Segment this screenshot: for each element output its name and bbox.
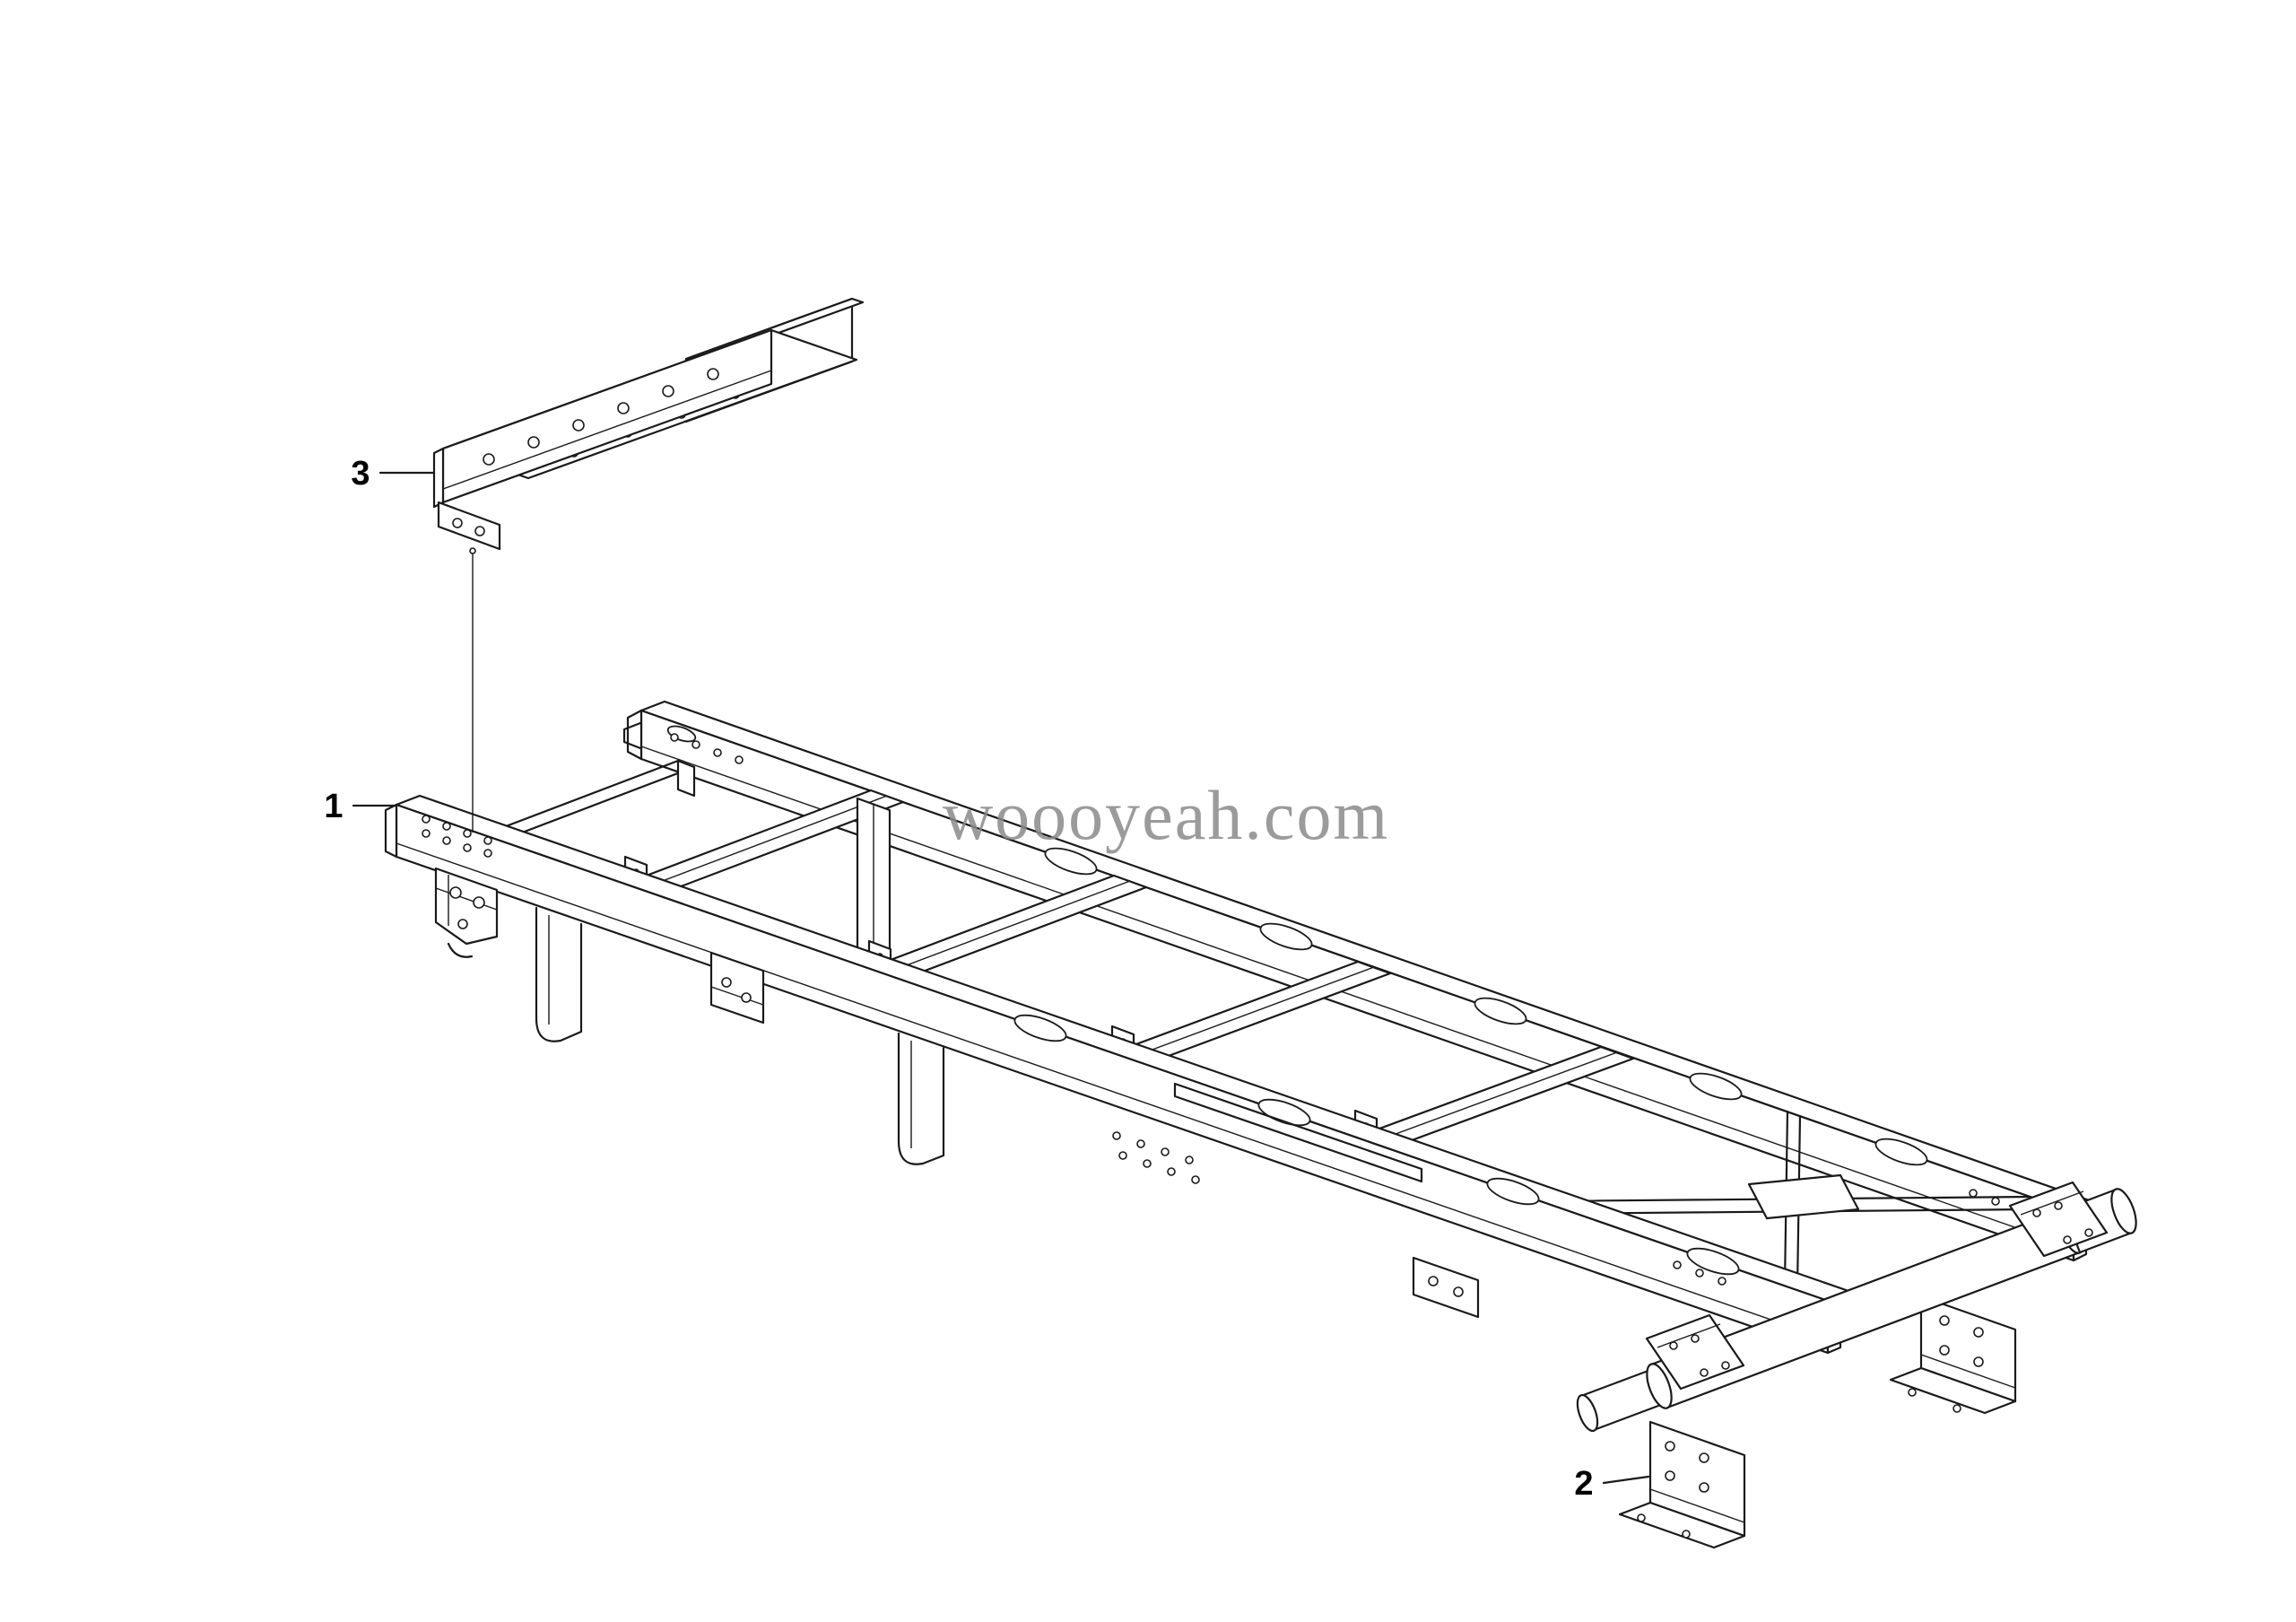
front-spring-bracket [434, 867, 499, 958]
mounting-bracket-part3 [432, 297, 865, 551]
near-rail [384, 794, 1853, 1355]
watermark-text: woooyeah.com [943, 776, 1389, 854]
callout-3: 3 [351, 455, 476, 833]
callout-2-label: 2 [1574, 1465, 1593, 1503]
callout-1-label: 1 [324, 788, 343, 825]
callout-2: 2 [1574, 1465, 1650, 1503]
rear-trunnion-tube [1576, 1181, 2137, 1433]
rear-support-foot-near [1618, 1420, 1746, 1549]
callout-1: 1 [324, 788, 398, 825]
crossmembers [474, 759, 1635, 1151]
hanger-straps [434, 867, 1480, 1319]
rear-support-foot-far [1889, 1295, 2017, 1415]
callout-3-label: 3 [351, 455, 370, 493]
